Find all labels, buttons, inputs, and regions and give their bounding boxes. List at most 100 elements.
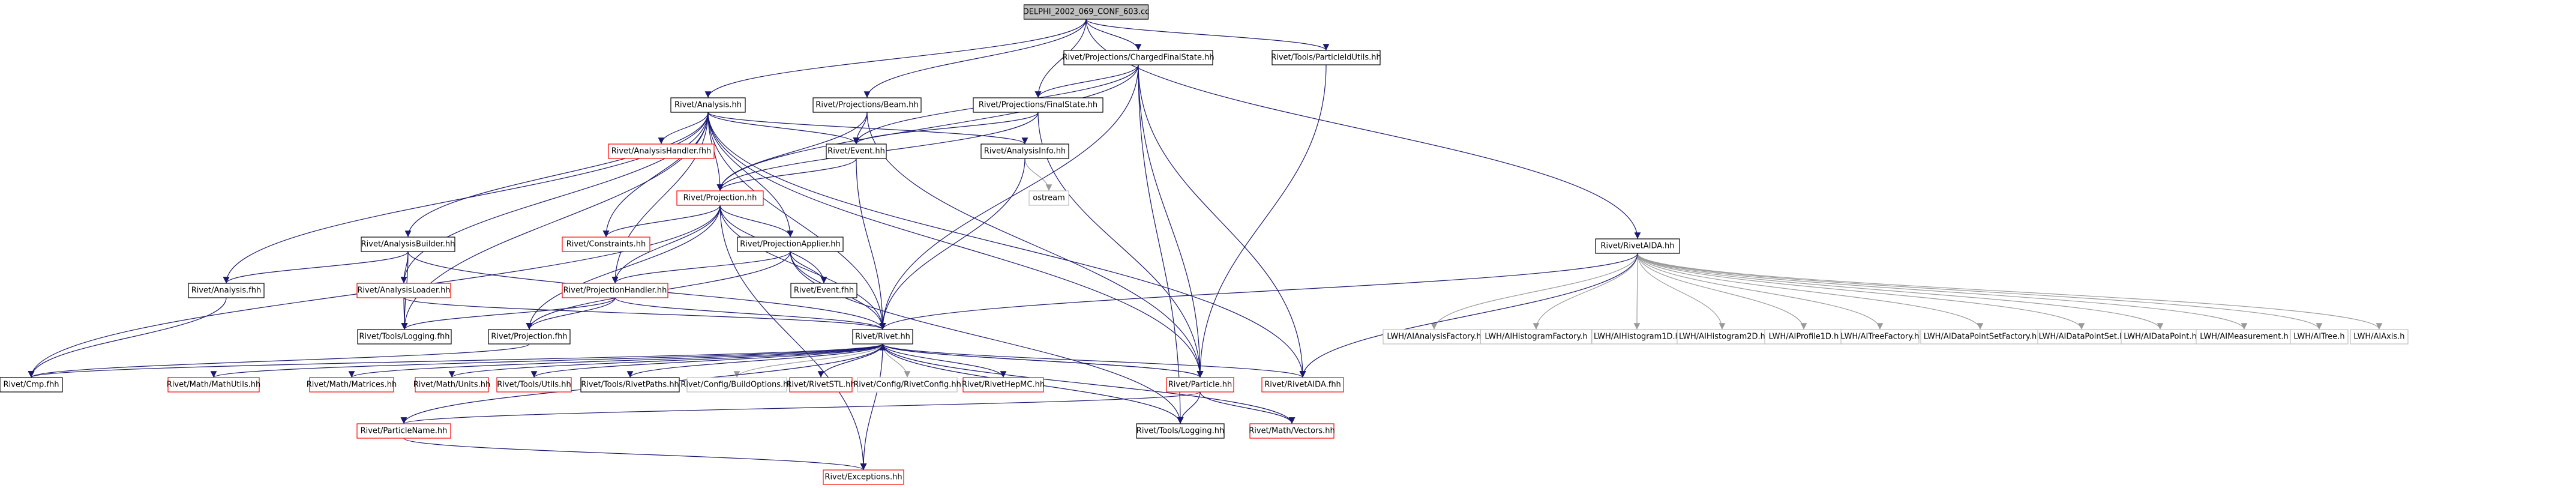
edge-raida-to-l_af bbox=[1431, 253, 1638, 330]
node-rivet-projections-beam-hh[interactable]: Rivet/Projections/Beam.hh bbox=[812, 97, 922, 113]
edge-ana-to-ahand bbox=[658, 112, 709, 145]
node-label: Rivet/AnalysisHandler.fhh bbox=[611, 147, 712, 156]
node-label: LWH/AIAxis.h bbox=[2353, 333, 2404, 342]
node-box bbox=[0, 377, 63, 393]
node-box bbox=[1595, 238, 1680, 254]
node-label: LWH/AIDataPointSet.h bbox=[2039, 333, 2125, 342]
node-rivet-tools-logging-hh[interactable]: Rivet/Tools/Logging.hh bbox=[1136, 423, 1225, 439]
node-lwh-aihistogram1d-h: LWH/AIHistogram1D.h bbox=[1591, 329, 1683, 345]
node-box bbox=[580, 377, 680, 393]
node-rivet-projection-hh[interactable]: Rivet/Projection.hh bbox=[676, 190, 764, 206]
edge-rivet-to-tut bbox=[530, 343, 883, 378]
edge-papp-to-tlog bbox=[790, 251, 1184, 424]
edge-raida-to-l_dpsf bbox=[1637, 253, 1984, 330]
node-rivet-tools-rivetpaths-hh[interactable]: Rivet/Tools/RivetPaths.hh bbox=[580, 377, 680, 393]
edge-rivet-to-mun bbox=[448, 343, 883, 378]
edge-raida-to-l_p1 bbox=[1637, 253, 1807, 330]
edge-afhh-to-cmp bbox=[28, 297, 227, 378]
node-rivet-analysishandler-fhh[interactable]: Rivet/AnalysisHandler.fhh bbox=[608, 143, 715, 159]
node-rivet-event-hh[interactable]: Rivet/Event.hh bbox=[826, 143, 887, 159]
node-label: LWH/AIMeasurement.h bbox=[2200, 333, 2288, 342]
edge-part-to-mvec bbox=[1199, 391, 1296, 424]
node-rivet-particlename-hh[interactable]: Rivet/ParticleName.hh bbox=[356, 423, 451, 439]
edge-pname-to-exc bbox=[403, 438, 867, 471]
edge-raida-to-rivet bbox=[879, 253, 1638, 330]
node-rivet-rivetaida-hh[interactable]: Rivet/RivetAIDA.hh bbox=[1595, 238, 1680, 254]
node-rivet-projections-finalstate-hh[interactable]: Rivet/Projections/FinalState.hh bbox=[973, 97, 1103, 113]
node-rivet-rivetstl-hh[interactable]: Rivet/RivetSTL.hh bbox=[786, 377, 856, 393]
node-rivet-projection-fhh[interactable]: Rivet/Projection.fhh bbox=[488, 329, 571, 345]
edge-root-to-beam bbox=[863, 19, 1087, 98]
node-rivet-math-matrices-hh[interactable]: Rivet/Math/Matrices.hh bbox=[307, 377, 397, 393]
node-label: Rivet/Projection.fhh bbox=[491, 333, 567, 342]
node-rivet-analysisloader-hh[interactable]: Rivet/AnalysisLoader.hh bbox=[356, 283, 451, 298]
node-lwh-aidatapointset-h: LWH/AIDataPointSet.h bbox=[2037, 329, 2126, 345]
edge-raida-to-l_h2 bbox=[1637, 253, 1726, 330]
node-box bbox=[670, 97, 746, 113]
node-rivet-tools-particleidutils-hh[interactable]: Rivet/Tools/ParticleIdUtils.hh bbox=[1271, 50, 1381, 65]
node-rivet-projectionapplier-hh[interactable]: Rivet/ProjectionApplier.hh bbox=[737, 236, 844, 252]
node-delphi-2002-069-conf-603-cc[interactable]: DELPHI_2002_069_CONF_603.cc bbox=[1023, 4, 1150, 20]
edge-proj-to-phand bbox=[611, 205, 721, 284]
node-rivet-rivet-hh[interactable]: Rivet/Rivet.hh bbox=[852, 329, 913, 345]
edge-pfhh-to-cmp bbox=[28, 343, 530, 378]
edge-raida-to-raidaf bbox=[1299, 253, 1638, 378]
node-label: Rivet/Projections/Beam.hh bbox=[815, 101, 918, 110]
node-label: Rivet/Config/BuildOptions.hh bbox=[680, 381, 793, 390]
node-rivet-analysis-fhh[interactable]: Rivet/Analysis.fhh bbox=[188, 283, 265, 298]
node-rivet-rivetaida-fhh[interactable]: Rivet/RivetAIDA.fhh bbox=[1261, 377, 1344, 393]
edge-rivet-to-mmat bbox=[348, 343, 883, 378]
node-box bbox=[361, 236, 455, 252]
node-rivet-tools-utils-hh[interactable]: Rivet/Tools/Utils.hh bbox=[496, 377, 572, 393]
node-label: LWH/AIDataPoint.h bbox=[2124, 333, 2196, 342]
node-label: LWH/AITree.h bbox=[2293, 333, 2344, 342]
node-box bbox=[1261, 377, 1344, 393]
node-rivet-exceptions-hh[interactable]: Rivet/Exceptions.hh bbox=[823, 469, 904, 485]
node-label: DELPHI_2002_069_CONF_603.cc bbox=[1023, 8, 1150, 17]
node-box bbox=[562, 236, 650, 252]
node-rivet-math-units-hh[interactable]: Rivet/Math/Units.hh bbox=[413, 377, 491, 393]
node-box bbox=[812, 97, 922, 113]
node-label: Rivet/Exceptions.hh bbox=[824, 473, 902, 482]
node-box bbox=[2350, 329, 2409, 345]
node-label: Rivet/Particle.hh bbox=[1168, 381, 1232, 390]
node-rivet-rivethepmc-hh[interactable]: Rivet/RivetHepMC.hh bbox=[962, 377, 1045, 393]
node-label: LWH/AITreeFactory.h bbox=[1841, 333, 1920, 342]
node-lwh-aidatapoint-h: LWH/AIDataPoint.h bbox=[2121, 329, 2200, 345]
node-label: LWH/AIHistogram1D.h bbox=[1594, 333, 1680, 342]
edge-phand-to-rivet bbox=[614, 297, 886, 330]
edge-phand-to-pfhh bbox=[526, 297, 616, 330]
node-rivet-cmp-fhh[interactable]: Rivet/Cmp.fhh bbox=[0, 377, 63, 393]
node-rivet-constraints-hh[interactable]: Rivet/Constraints.hh bbox=[562, 236, 650, 252]
node-label: Rivet/Math/Matrices.hh bbox=[307, 381, 397, 390]
edge-beam-to-part bbox=[866, 112, 1204, 378]
node-rivet-analysis-hh[interactable]: Rivet/Analysis.hh bbox=[670, 97, 746, 113]
node-rivet-tools-logging-fhh[interactable]: Rivet/Tools/Logging.fhh bbox=[357, 329, 452, 345]
node-box bbox=[188, 283, 265, 298]
node-label: Rivet/Event.hh bbox=[827, 147, 885, 156]
node-rivet-analysisinfo-hh[interactable]: Rivet/AnalysisInfo.hh bbox=[980, 143, 1069, 159]
edge-cfs-to-rivet bbox=[879, 64, 1139, 330]
node-rivet-config-buildoptions-hh: Rivet/Config/BuildOptions.hh bbox=[680, 377, 793, 393]
node-rivet-math-vectors-hh[interactable]: Rivet/Math/Vectors.hh bbox=[1249, 423, 1335, 439]
node-rivet-projectionhandler-hh[interactable]: Rivet/ProjectionHandler.hh bbox=[562, 283, 668, 298]
node-label: Rivet/AnalysisLoader.hh bbox=[357, 286, 450, 295]
node-rivet-analysisbuilder-hh[interactable]: Rivet/AnalysisBuilder.hh bbox=[361, 236, 455, 252]
node-rivet-projections-chargedfinalstate-hh[interactable]: Rivet/Projections/ChargedFinalState.hh bbox=[1062, 50, 1214, 65]
node-box bbox=[686, 377, 787, 393]
node-rivet-config-rivetconfig-hh: Rivet/Config/RivetConfig.hh bbox=[853, 377, 961, 393]
edge-rivet-to-raidaf bbox=[882, 343, 1306, 378]
edge-proj-to-pfhh bbox=[526, 205, 721, 330]
node-rivet-particle-hh[interactable]: Rivet/Particle.hh bbox=[1166, 377, 1234, 393]
node-rivet-event-fhh[interactable]: Rivet/Event.fhh bbox=[790, 283, 857, 298]
edge-aload-to-rivet bbox=[403, 297, 886, 330]
node-lwh-aimeasurement-h: LWH/AIMeasurement.h bbox=[2196, 329, 2293, 345]
node-label: Rivet/Projection.hh bbox=[683, 194, 757, 203]
edge-ana-to-abuild bbox=[404, 112, 709, 238]
node-lwh-aihistogramfactory-h: LWH/AIHistogramFactory.h bbox=[1480, 329, 1593, 345]
node-label: Rivet/Event.fhh bbox=[794, 286, 854, 295]
edge-root-to-ana bbox=[704, 19, 1087, 98]
edge-pidu-to-part bbox=[1196, 64, 1327, 378]
node-rivet-math-mathutils-hh[interactable]: Rivet/Math/MathUtils.hh bbox=[167, 377, 260, 393]
